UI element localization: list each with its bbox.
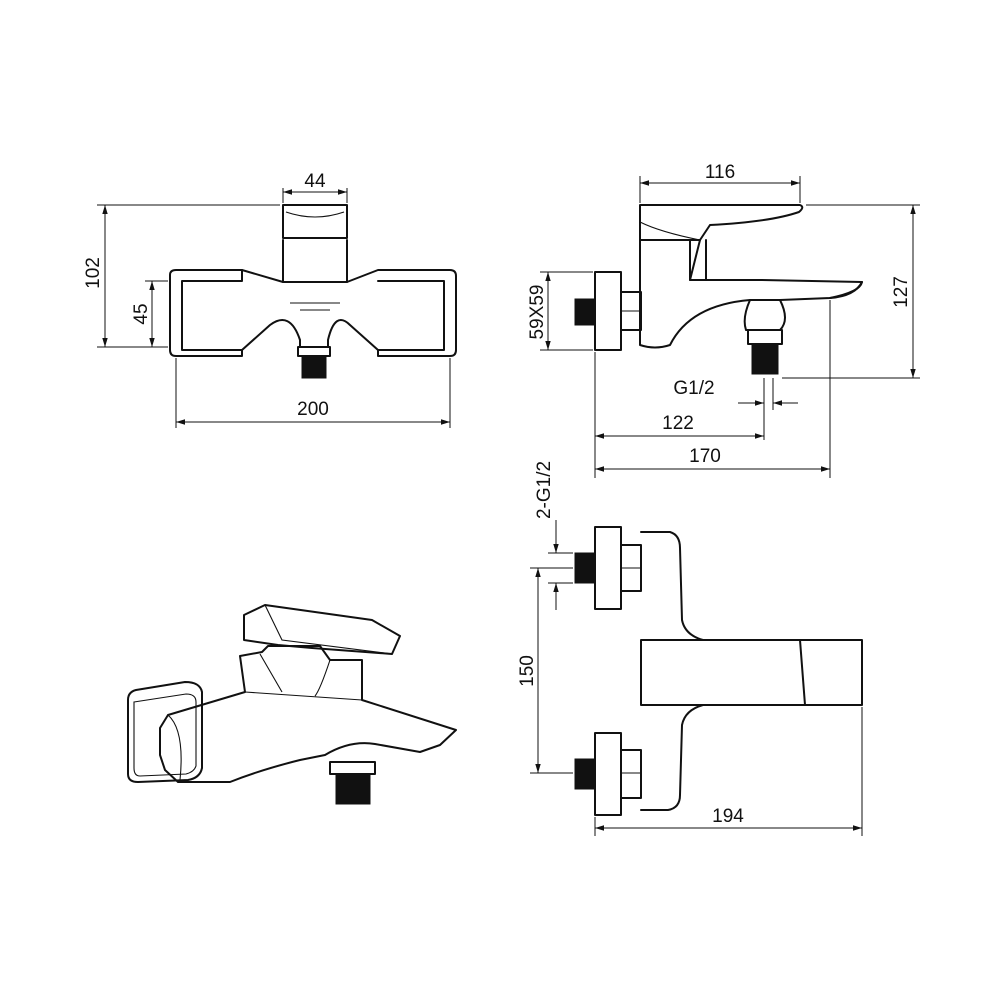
dim-200: 200: [297, 399, 329, 420]
isometric-view: [127, 604, 457, 805]
dim-44: 44: [304, 171, 326, 192]
dim-59x59: 59X59: [527, 285, 548, 340]
dim-45: 45: [131, 303, 152, 324]
front-main-box: [169, 269, 243, 357]
dim-102: 102: [83, 257, 104, 289]
dim-150: 150: [517, 655, 538, 687]
dim-122: 122: [662, 413, 694, 434]
iso-outlet-thread: [335, 773, 371, 805]
dim-116: 116: [705, 162, 735, 183]
side-view: 116 127 59X59 G1/2 122 170: [527, 162, 920, 478]
front-outlet-thread: [301, 355, 327, 379]
side-outlet-thread: [751, 343, 779, 375]
dim-194: 194: [712, 806, 744, 827]
front-view: 44 102 45 200: [83, 171, 457, 428]
plan-flange-bottom: [594, 732, 622, 816]
dim-127: 127: [891, 276, 912, 308]
side-handle: [639, 204, 804, 241]
plan-flange-top: [594, 526, 622, 610]
iso-flange: [127, 681, 203, 783]
dim-g1-2-side: G1/2: [673, 378, 714, 399]
dim-170: 170: [689, 446, 721, 467]
plan-view: 2-G1/2 150 194: [517, 461, 863, 836]
front-handle: [282, 204, 348, 239]
side-flange: [594, 271, 622, 351]
dim-2-g1-2: 2-G1/2: [534, 461, 555, 519]
front-body-column: [282, 239, 348, 283]
